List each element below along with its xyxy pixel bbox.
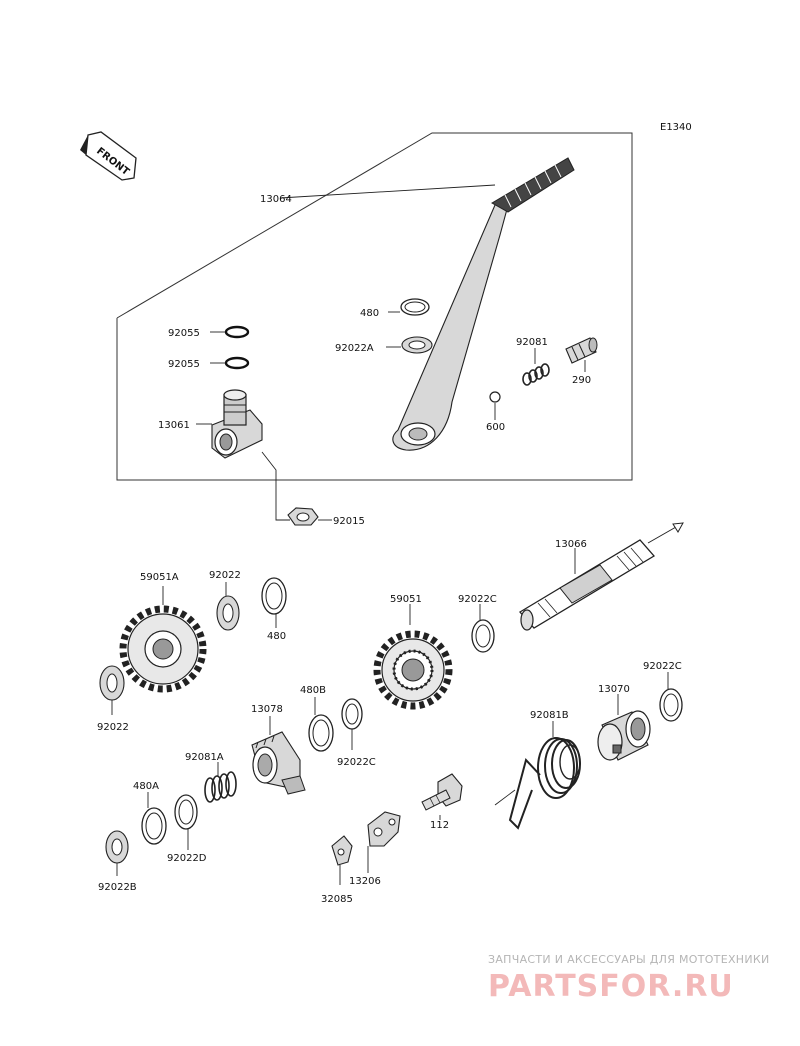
label-59051A: 59051A <box>140 572 179 583</box>
label-92022C-c: 92022C <box>643 661 682 672</box>
label-92022C-b: 92022C <box>337 757 376 768</box>
washer-92022C-a <box>471 619 495 653</box>
spring-92081 <box>522 363 550 386</box>
pin-290 <box>565 337 598 364</box>
label-13070: 13070 <box>598 684 630 695</box>
label-600: 600 <box>486 422 505 433</box>
kick-pedal-arm <box>392 157 575 451</box>
washer-92022C-c <box>659 688 683 722</box>
label-92081A: 92081A <box>185 752 224 763</box>
gear-59051A <box>119 605 207 693</box>
ratchet-13078 <box>251 731 306 795</box>
label-59051: 59051 <box>390 594 422 605</box>
label-112: 112 <box>430 820 449 831</box>
plate-13206 <box>367 811 401 847</box>
label-92081: 92081 <box>516 337 548 348</box>
nut-92015 <box>287 507 319 526</box>
label-92055-b: 92055 <box>168 359 200 370</box>
label-92022-left: 92022 <box>97 722 129 733</box>
label-13078: 13078 <box>251 704 283 715</box>
watermark-tagline: ЗАПЧАСТИ И АКСЕССУАРЫ ДЛЯ МОТОТЕХНИКИ <box>488 953 770 966</box>
o-ring-92055-b <box>224 356 250 370</box>
label-480B: 480B <box>300 685 326 696</box>
front-arrow-icon: FRONT <box>80 131 137 181</box>
label-290: 290 <box>572 375 591 386</box>
label-480-mid: 480 <box>267 631 286 642</box>
kick-lever-boss-13061 <box>211 389 263 459</box>
label-13061: 13061 <box>158 420 190 431</box>
label-92015: 92015 <box>333 516 365 527</box>
torsion-spring-92081B <box>508 737 581 830</box>
label-92055-a: 92055 <box>168 328 200 339</box>
spring-92081A <box>204 771 237 803</box>
label-480A: 480A <box>133 781 159 792</box>
label-13066: 13066 <box>555 539 587 550</box>
guide-13070 <box>597 710 651 761</box>
watermark-brand: PARTSFOR.RU <box>488 969 734 1004</box>
label-13206: 13206 <box>349 876 381 887</box>
guide-plate-32085 <box>331 835 353 866</box>
bolt-112 <box>421 773 463 811</box>
label-480-upper: 480 <box>360 308 379 319</box>
ball-600 <box>489 391 501 403</box>
label-92022B: 92022B <box>98 882 137 893</box>
label-32085: 32085 <box>321 894 353 905</box>
gear-59051 <box>373 630 453 710</box>
assembly-outline <box>116 132 633 481</box>
label-92022A: 92022A <box>335 343 374 354</box>
diagram-code: E1340 <box>660 122 692 133</box>
label-92022-top: 92022 <box>209 570 241 581</box>
o-ring-92055-a <box>224 325 250 339</box>
label-92081B: 92081B <box>530 710 569 721</box>
kick-shaft-13066 <box>518 522 684 631</box>
label-92022C-a: 92022C <box>458 594 497 605</box>
label-13064: 13064 <box>260 194 292 205</box>
label-92022D: 92022D <box>167 853 207 864</box>
